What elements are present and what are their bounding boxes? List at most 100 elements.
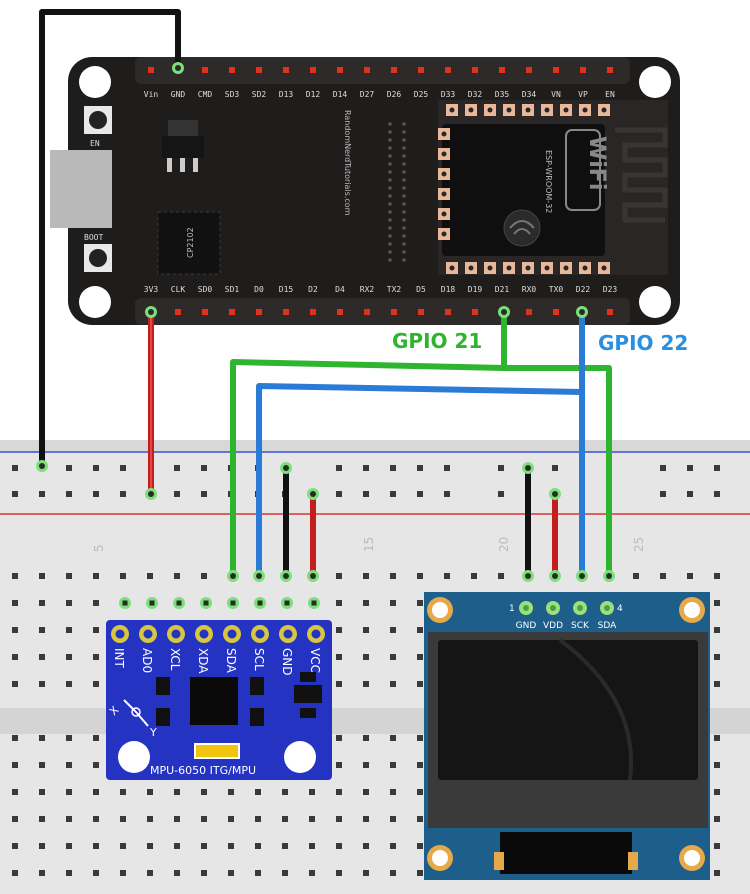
esp32-bottom-pin[interactable] <box>337 309 343 315</box>
breadboard-hole[interactable] <box>417 491 423 497</box>
breadboard-hole[interactable] <box>12 843 18 849</box>
breadboard-hole[interactable] <box>66 627 72 633</box>
breadboard-hole[interactable] <box>255 789 261 795</box>
breadboard-hole[interactable] <box>390 491 396 497</box>
breadboard-hole[interactable] <box>39 681 45 687</box>
breadboard-hole[interactable] <box>228 789 234 795</box>
esp32-bottom-pin[interactable] <box>445 309 451 315</box>
breadboard-hole[interactable] <box>363 654 369 660</box>
breadboard-hole[interactable] <box>687 491 693 497</box>
breadboard-hole[interactable] <box>120 789 126 795</box>
breadboard-hole[interactable] <box>498 573 504 579</box>
breadboard-hole[interactable] <box>93 465 99 471</box>
breadboard-hole[interactable] <box>201 465 207 471</box>
breadboard-hole[interactable] <box>93 870 99 876</box>
breadboard-hole[interactable] <box>39 627 45 633</box>
breadboard-hole[interactable] <box>12 681 18 687</box>
breadboard-hole[interactable] <box>336 573 342 579</box>
breadboard-hole[interactable] <box>228 843 234 849</box>
breadboard-hole[interactable] <box>309 870 315 876</box>
breadboard-hole[interactable] <box>336 681 342 687</box>
breadboard-hole[interactable] <box>120 491 126 497</box>
esp32-bottom-pin[interactable] <box>526 309 532 315</box>
breadboard-hole[interactable] <box>498 491 504 497</box>
breadboard-hole[interactable] <box>633 573 639 579</box>
breadboard-hole[interactable] <box>93 789 99 795</box>
breadboard-hole[interactable] <box>363 762 369 768</box>
breadboard-hole[interactable] <box>12 600 18 606</box>
breadboard-hole[interactable] <box>390 789 396 795</box>
breadboard-hole[interactable] <box>552 465 558 471</box>
breadboard-hole[interactable] <box>390 843 396 849</box>
esp32-top-pin[interactable] <box>229 67 235 73</box>
breadboard-hole[interactable] <box>66 816 72 822</box>
breadboard-hole[interactable] <box>66 654 72 660</box>
breadboard-hole[interactable] <box>93 573 99 579</box>
breadboard-hole[interactable] <box>714 762 720 768</box>
breadboard-hole[interactable] <box>282 816 288 822</box>
breadboard-hole[interactable] <box>174 573 180 579</box>
esp32-bottom-pin[interactable] <box>472 309 478 315</box>
breadboard-hole[interactable] <box>66 762 72 768</box>
breadboard-hole[interactable] <box>390 735 396 741</box>
breadboard-hole[interactable] <box>714 789 720 795</box>
esp32-bottom-pin[interactable] <box>364 309 370 315</box>
esp32-top-pin[interactable] <box>283 67 289 73</box>
breadboard-hole[interactable] <box>39 789 45 795</box>
breadboard-hole[interactable] <box>336 654 342 660</box>
breadboard-hole[interactable] <box>39 573 45 579</box>
breadboard-hole[interactable] <box>336 600 342 606</box>
breadboard-hole[interactable] <box>714 654 720 660</box>
breadboard-hole[interactable] <box>255 870 261 876</box>
esp32-bottom-pin[interactable] <box>418 309 424 315</box>
esp32-top-pin[interactable] <box>202 67 208 73</box>
breadboard-hole[interactable] <box>66 491 72 497</box>
breadboard-hole[interactable] <box>390 681 396 687</box>
breadboard-hole[interactable] <box>336 870 342 876</box>
breadboard-hole[interactable] <box>174 465 180 471</box>
breadboard-hole[interactable] <box>174 870 180 876</box>
breadboard-hole[interactable] <box>12 573 18 579</box>
breadboard-hole[interactable] <box>228 870 234 876</box>
breadboard-hole[interactable] <box>363 843 369 849</box>
breadboard-hole[interactable] <box>714 735 720 741</box>
breadboard-hole[interactable] <box>66 843 72 849</box>
esp32-top-pin[interactable] <box>526 67 532 73</box>
breadboard-hole[interactable] <box>282 843 288 849</box>
esp32-bottom-pin[interactable] <box>283 309 289 315</box>
breadboard-hole[interactable] <box>390 762 396 768</box>
esp32-top-pin[interactable] <box>148 67 154 73</box>
breadboard-hole[interactable] <box>39 735 45 741</box>
breadboard-hole[interactable] <box>336 465 342 471</box>
en-button[interactable] <box>89 111 107 129</box>
breadboard-hole[interactable] <box>12 491 18 497</box>
esp32-top-pin[interactable] <box>607 67 613 73</box>
breadboard-hole[interactable] <box>363 600 369 606</box>
breadboard-hole[interactable] <box>417 654 423 660</box>
breadboard-hole[interactable] <box>120 816 126 822</box>
breadboard-hole[interactable] <box>12 789 18 795</box>
breadboard-hole[interactable] <box>390 816 396 822</box>
breadboard-hole[interactable] <box>336 789 342 795</box>
breadboard-hole[interactable] <box>363 465 369 471</box>
esp32-bottom-pin[interactable] <box>256 309 262 315</box>
breadboard-hole[interactable] <box>417 681 423 687</box>
breadboard-hole[interactable] <box>282 789 288 795</box>
breadboard-hole[interactable] <box>687 573 693 579</box>
esp32-top-pin[interactable] <box>337 67 343 73</box>
esp32-top-pin[interactable] <box>256 67 262 73</box>
breadboard-hole[interactable] <box>39 600 45 606</box>
breadboard-hole[interactable] <box>417 735 423 741</box>
breadboard-hole[interactable] <box>39 491 45 497</box>
breadboard-hole[interactable] <box>174 843 180 849</box>
breadboard-hole[interactable] <box>12 816 18 822</box>
breadboard-hole[interactable] <box>660 465 666 471</box>
breadboard-hole[interactable] <box>309 843 315 849</box>
breadboard-hole[interactable] <box>147 843 153 849</box>
breadboard-hole[interactable] <box>390 627 396 633</box>
breadboard-hole[interactable] <box>39 654 45 660</box>
breadboard-hole[interactable] <box>39 870 45 876</box>
breadboard-hole[interactable] <box>714 843 720 849</box>
breadboard-hole[interactable] <box>120 465 126 471</box>
breadboard-hole[interactable] <box>39 843 45 849</box>
